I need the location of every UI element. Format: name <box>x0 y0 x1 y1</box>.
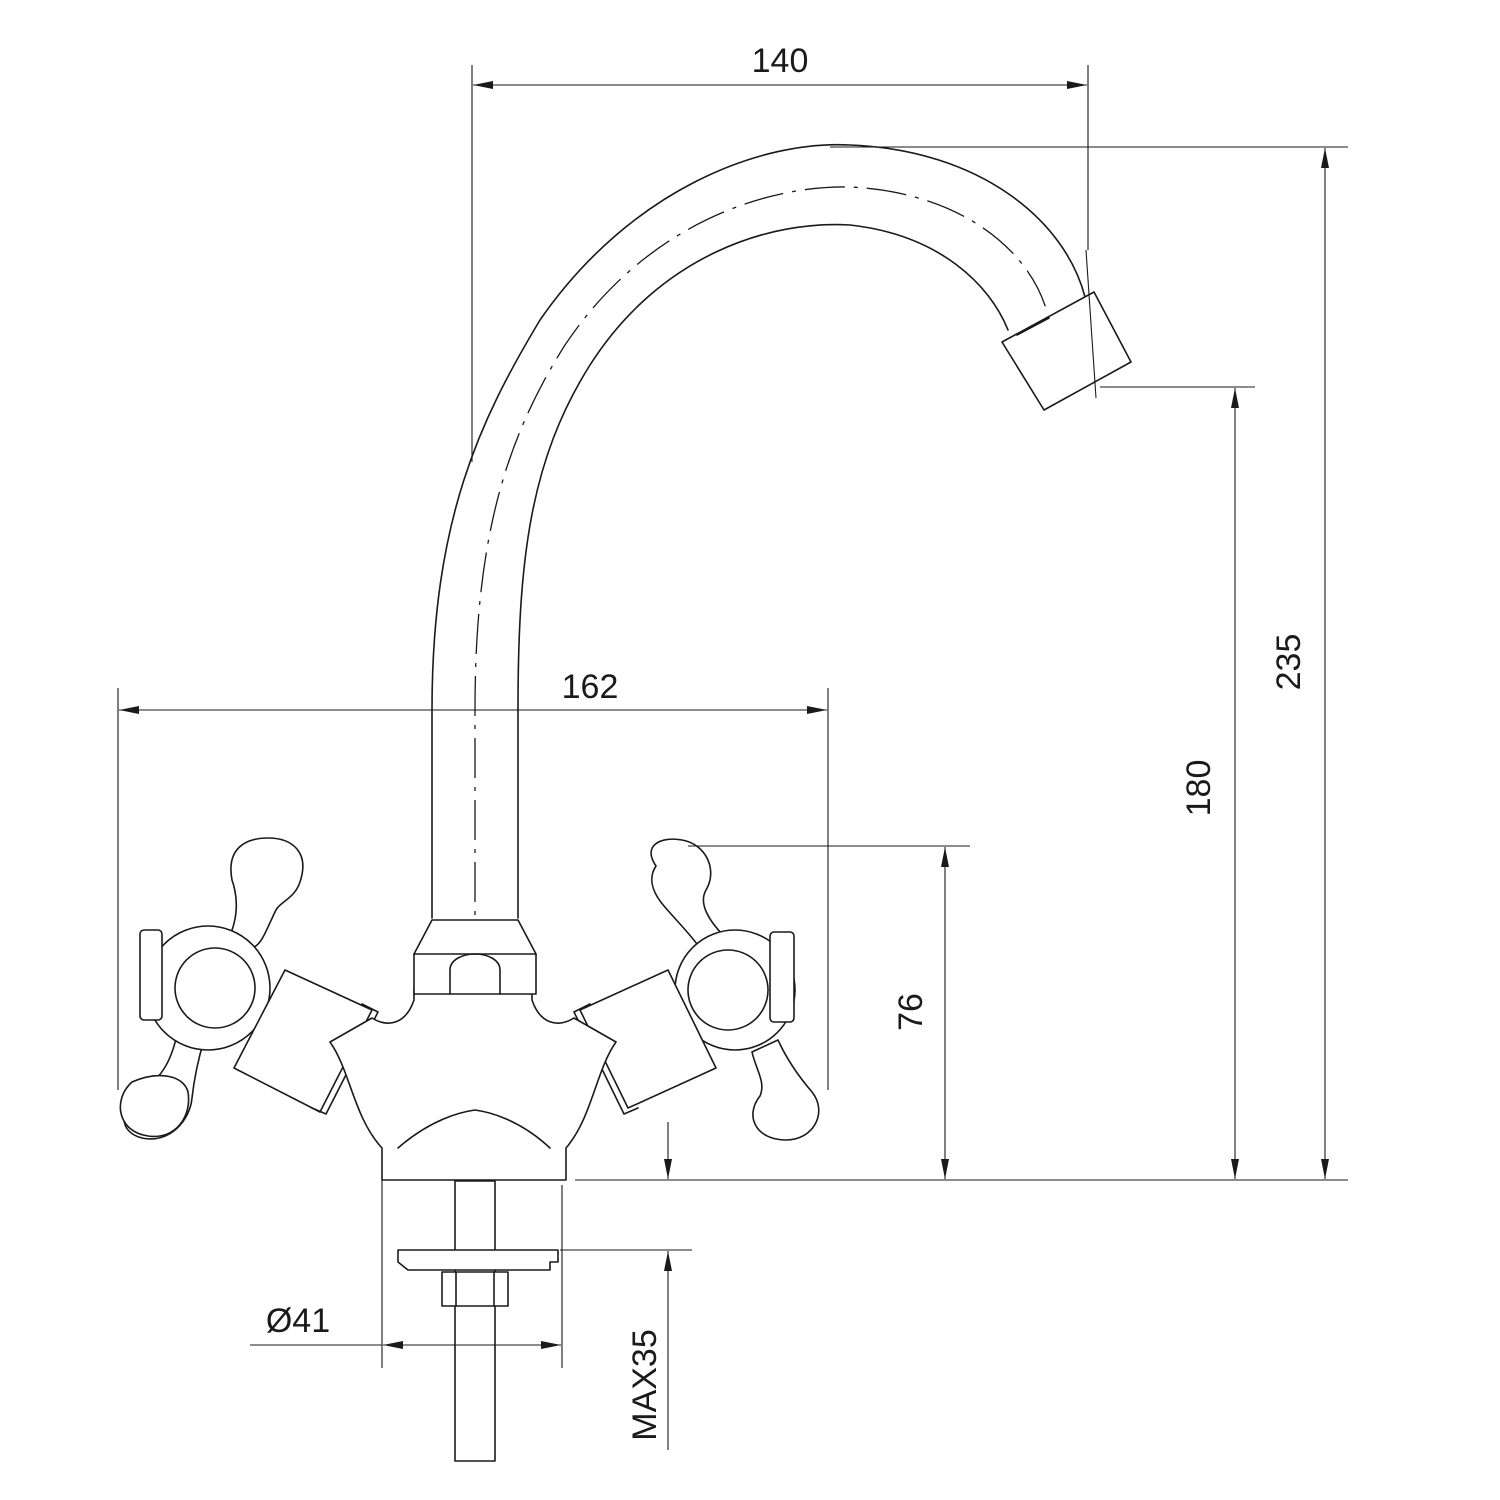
mounting-nut <box>441 1271 509 1307</box>
spout-collar <box>413 919 537 995</box>
right-handle-hub <box>687 949 769 1031</box>
dim-total-width: 162 <box>562 668 619 706</box>
left-handle-hub <box>174 947 256 1029</box>
dim-total-height: 235 <box>1270 634 1308 691</box>
mixer-base <box>329 989 617 1181</box>
left-handle-upper-arm <box>225 837 304 949</box>
dimension-lines <box>117 65 1348 1450</box>
left-handle <box>119 837 379 1140</box>
mounting-plate <box>397 1249 559 1271</box>
mixer-body <box>329 919 617 1181</box>
left-handle-lower-tip <box>119 1074 190 1138</box>
spout <box>431 143 1132 1460</box>
left-handle-knurl <box>139 929 163 1021</box>
spout-aerator <box>1001 291 1132 411</box>
dim-max-thickness: MAX35 <box>626 1329 664 1441</box>
dim-handle-height: 76 <box>892 993 930 1031</box>
threaded-stud <box>454 1180 496 1462</box>
dim-spout-reach: 140 <box>752 42 809 80</box>
right-handle-knurl <box>769 931 795 1023</box>
right-cartridge <box>579 969 717 1109</box>
right-handle <box>573 838 820 1141</box>
mounting-hardware <box>397 1180 559 1462</box>
dim-spout-outlet-height: 180 <box>1180 760 1218 817</box>
right-handle-upper-arm <box>650 838 725 949</box>
dim-base-diameter: Ø41 <box>266 1302 330 1340</box>
right-handle-lower-arm <box>751 1039 820 1141</box>
